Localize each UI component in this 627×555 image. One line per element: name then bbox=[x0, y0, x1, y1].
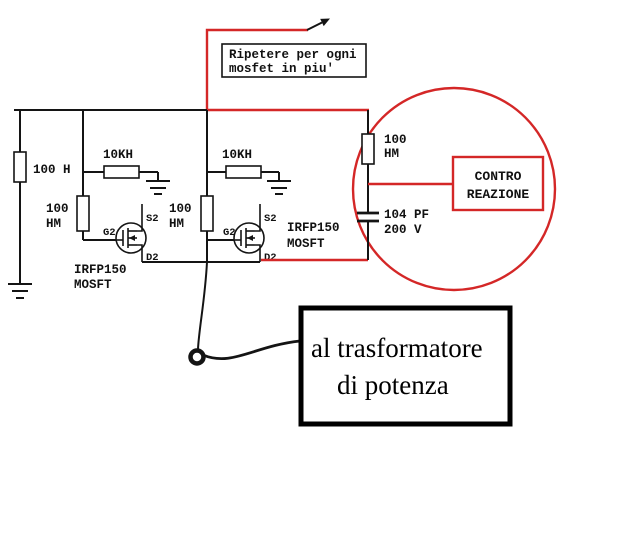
resistor-100hm-2 bbox=[200, 195, 214, 232]
stage1-bias-resistor-branch: 10KH bbox=[83, 148, 170, 195]
resistor-10kh-2-label: 10KH bbox=[222, 148, 252, 162]
mosfet2-pin-gate-label: G2 bbox=[223, 227, 236, 239]
repeat-arrow-icon bbox=[306, 18, 330, 31]
mosfet1-name-l1: IRFP150 bbox=[74, 263, 127, 277]
mosfet1-pin-gate-label: G2 bbox=[103, 227, 116, 239]
resistor-100hm-2-label-l2: HM bbox=[169, 217, 184, 231]
mosfet2-pin-drain-label: D2 bbox=[264, 252, 277, 264]
feedback-cap-label-l2: 200 V bbox=[384, 223, 422, 237]
mosfet1-name-l2: MOSFT bbox=[74, 278, 112, 292]
stage1-gate-resistor-branch: 100 HM bbox=[46, 110, 117, 241]
feedback-highlight-circle bbox=[351, 86, 557, 292]
mosfet1-pin-source-label: S2 bbox=[146, 213, 159, 225]
resistor-100hm-2-label-l1: 100 bbox=[169, 202, 192, 216]
resistor-100hm-1-label-l1: 100 bbox=[46, 202, 69, 216]
contro-reazione-line1: CONTRO bbox=[475, 169, 522, 184]
transformer-label-line2: di potenza bbox=[337, 370, 449, 400]
feedback-resistor-label-l1: 100 bbox=[384, 133, 407, 147]
repeat-note-box: Ripetere per ogni mosfet in piu' bbox=[221, 43, 367, 78]
contro-reazione-line2: REAZIONE bbox=[467, 187, 530, 202]
supply-resistor-branch: 100 H bbox=[8, 110, 71, 299]
mosfet2-name-l2: MOSFT bbox=[287, 237, 325, 251]
transformer-box: al trasformatore di potenza bbox=[298, 305, 513, 427]
output-drop-wire bbox=[197, 261, 208, 350]
output-terminal bbox=[188, 348, 206, 366]
feedback-cap-label-l1: 104 PF bbox=[384, 208, 429, 222]
ground-symbol-1 bbox=[146, 172, 170, 195]
feedback-capacitor bbox=[357, 211, 379, 223]
feedback-resistor-label-l2: HM bbox=[384, 147, 399, 161]
resistor-10kh-1-label: 10KH bbox=[103, 148, 133, 162]
stage2-gate-resistor-branch: 100 HM bbox=[169, 110, 235, 262]
repeat-note-line1: Ripetere per ogni bbox=[229, 48, 357, 62]
feedback-resistor bbox=[361, 133, 375, 165]
repeat-note-line2: mosfet in piu' bbox=[229, 62, 334, 76]
ground-symbol-left bbox=[8, 283, 32, 299]
mosfet-1: G2 S2 D2 IRFP150 MOSFT bbox=[74, 204, 159, 292]
mosfet2-name-l1: IRFP150 bbox=[287, 221, 340, 235]
supply-feed-wire bbox=[205, 28, 308, 110]
resistor-100h-label: 100 H bbox=[33, 163, 71, 177]
output-wire bbox=[202, 339, 301, 360]
mosfet-2: G2 S2 D2 IRFP150 MOSFT bbox=[223, 204, 340, 264]
resistor-100hm-1 bbox=[76, 195, 90, 232]
ground-symbol-2 bbox=[267, 172, 291, 195]
resistor-10kh-2 bbox=[225, 165, 262, 179]
resistor-10kh-1 bbox=[103, 165, 140, 179]
feedback-network: 100 HM 104 PF 200 V bbox=[261, 110, 453, 262]
mosfet2-pin-source-label: S2 bbox=[264, 213, 277, 225]
contro-reazione-box: CONTRO REAZIONE bbox=[451, 155, 545, 212]
resistor-100h bbox=[13, 151, 27, 183]
output-section bbox=[188, 261, 301, 366]
stage2-bias-resistor-branch: 10KH bbox=[207, 148, 291, 195]
resistor-100hm-1-label-l2: HM bbox=[46, 217, 61, 231]
transformer-label-line1: al trasformatore bbox=[311, 333, 483, 363]
